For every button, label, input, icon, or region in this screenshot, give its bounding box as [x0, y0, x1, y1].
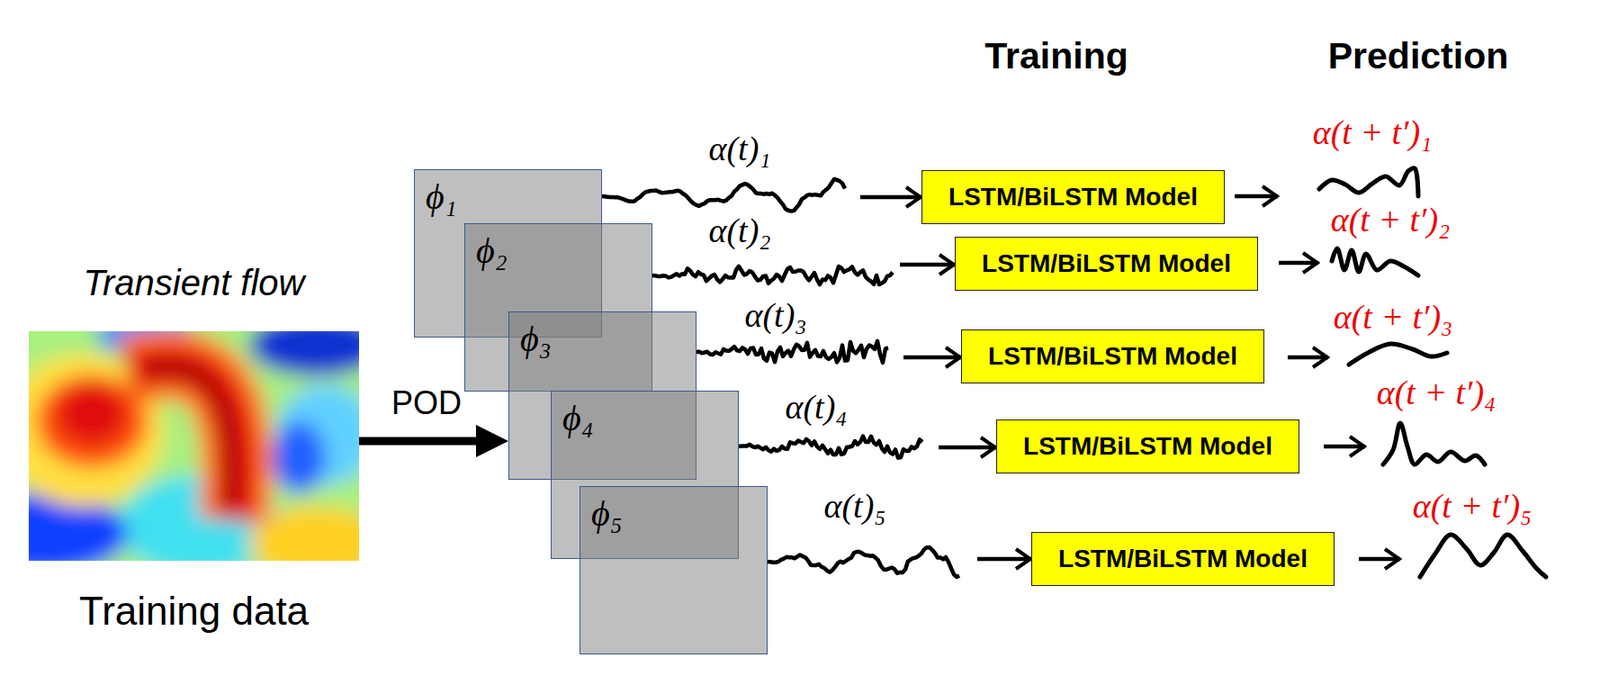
coefficient-signal-arrow — [652, 264, 955, 285]
coefficient-label: α(t)₃ — [741, 295, 809, 335]
predicted-signal — [1348, 343, 1448, 365]
mode-label: ϕ₁ — [425, 175, 591, 218]
coefficient-label: α(t)₄ — [782, 386, 850, 427]
model-box: LSTM/BiLSTM Model — [921, 170, 1225, 225]
flow-field-image — [28, 331, 360, 561]
model-box: LSTM/BiLSTM Model — [996, 419, 1300, 474]
prediction-arrow — [1234, 194, 1278, 199]
coefficient-signal-arrow — [696, 341, 962, 363]
pod-arrow — [359, 437, 491, 446]
coefficient-label: α(t)₅ — [820, 485, 889, 526]
prediction-label: α(t + t′)₄ — [1376, 372, 1497, 413]
mode-label: ϕ₅ — [591, 492, 756, 535]
model-label: LSTM/BiLSTM Model — [1058, 544, 1308, 574]
coefficient-label: α(t)₂ — [705, 210, 774, 251]
mode-label: ϕ₄ — [562, 396, 728, 440]
model-box: LSTM/BiLSTM Model — [1031, 531, 1335, 586]
column-heading: Prediction — [1328, 35, 1509, 78]
flow-field: Transient flowTraining data — [28, 262, 360, 634]
prediction-arrow — [1323, 444, 1366, 450]
coefficient-signal-arrow — [767, 547, 1032, 577]
model-label: LSTM/BiLSTM Model — [948, 182, 1198, 212]
model-label: LSTM/BiLSTM Model — [988, 341, 1238, 371]
model-label: LSTM/BiLSTM Model — [981, 249, 1232, 279]
coefficient-signal-arrow — [738, 436, 997, 459]
prediction-label: α(t + t′)₁ — [1312, 112, 1433, 153]
prediction-label: α(t + t′)₂ — [1330, 199, 1451, 240]
mode-label: ϕ₃ — [520, 317, 685, 360]
predicted-signal — [1420, 534, 1547, 577]
model-box: LSTM/BiLSTM Model — [961, 329, 1265, 384]
prediction-arrow — [1278, 260, 1319, 266]
prediction-label: α(t + t′)₅ — [1412, 485, 1533, 526]
coefficient-label: α(t)₁ — [705, 128, 774, 169]
column-heading: Training — [984, 35, 1128, 78]
pod-label: POD — [388, 384, 465, 423]
figure-heading: Transient flow — [82, 262, 305, 304]
model-label: LSTM/BiLSTM Model — [1023, 431, 1273, 461]
coefficient-signal-arrow — [602, 179, 922, 212]
prediction-signals — [1234, 168, 1547, 577]
mode-label: ϕ₂ — [476, 229, 641, 272]
prediction-label: α(t + t′)₃ — [1333, 296, 1454, 337]
pod-mode: ϕ₅ — [579, 485, 768, 655]
prediction-arrow — [1287, 355, 1329, 360]
prediction-arrow — [1358, 557, 1401, 562]
predicted-signal — [1319, 168, 1419, 197]
predicted-signal — [1331, 248, 1419, 276]
model-box: LSTM/BiLSTM Model — [954, 236, 1259, 291]
predicted-signal — [1383, 422, 1485, 465]
figure-caption: Training data — [79, 588, 309, 634]
